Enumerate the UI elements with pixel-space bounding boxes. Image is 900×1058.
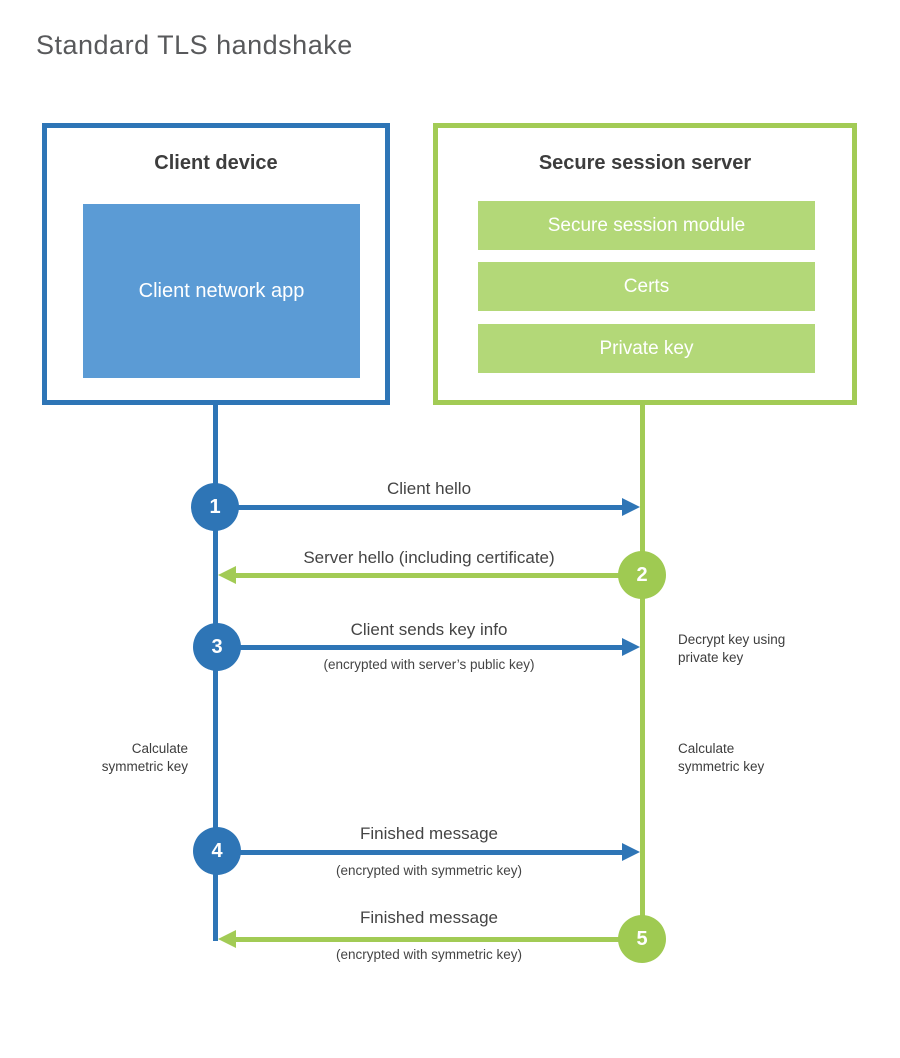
- server-module-label: Secure session module: [547, 214, 746, 236]
- step-1-badge: 1: [191, 483, 239, 531]
- client-lifeline: [213, 405, 218, 941]
- step-2-arrow-shaft: [236, 573, 642, 578]
- client-network-app-label: Client network app: [138, 279, 305, 302]
- step-1-number: 1: [209, 495, 221, 518]
- step-2-badge: 2: [618, 551, 666, 599]
- server-private-key-bar: Private key: [478, 324, 815, 373]
- client-device-title: Client device: [154, 152, 278, 174]
- step-1-arrowhead-icon: [622, 498, 640, 516]
- server-lifeline: [640, 405, 645, 939]
- calculate-symmetric-key-note-client: Calculate symmetric key: [101, 741, 188, 775]
- secure-session-server-title: Secure session server: [538, 152, 752, 174]
- server-certs-label: Certs: [623, 275, 670, 297]
- step-5-number: 5: [636, 927, 648, 950]
- step-5-message: Finished message: [360, 908, 498, 927]
- client-device-box: Client device Client network app: [42, 123, 390, 405]
- step-4-arrowhead-icon: [622, 843, 640, 861]
- step-2-arrowhead-icon: [218, 566, 236, 584]
- step-5-badge: 5: [618, 915, 666, 963]
- step-4-message: Finished message: [360, 824, 498, 843]
- step-4-arrow-shaft: [217, 850, 623, 855]
- step-3-arrow-shaft: [217, 645, 623, 650]
- step-1-message: Client hello: [386, 479, 472, 498]
- calculate-symmetric-key-note-server: Calculate symmetric key: [678, 741, 765, 775]
- step-3-number: 3: [211, 635, 223, 658]
- client-network-app-box: Client network app: [83, 204, 360, 378]
- page-title: Standard TLS handshake: [36, 30, 353, 60]
- step-2-message: Server hello (including certificate): [303, 548, 555, 567]
- step-1-arrow-shaft: [215, 505, 623, 510]
- step-5-message-sub: (encrypted with symmetric key): [335, 947, 523, 962]
- server-private-key-label: Private key: [599, 337, 694, 359]
- step-3-message-sub: (encrypted with server’s public key): [323, 657, 535, 672]
- secure-session-server-box: Secure session server Secure session mod…: [433, 123, 857, 405]
- step-2-number: 2: [636, 563, 648, 586]
- step-5-arrowhead-icon: [218, 930, 236, 948]
- server-certs-bar: Certs: [478, 262, 815, 311]
- decrypt-key-note: Decrypt key using private key: [678, 632, 786, 666]
- step-5-arrow-shaft: [236, 937, 642, 942]
- step-4-badge: 4: [193, 827, 241, 875]
- step-3-arrowhead-icon: [622, 638, 640, 656]
- step-3-message: Client sends key info: [350, 620, 508, 639]
- step-4-number: 4: [211, 839, 223, 862]
- step-4-message-sub: (encrypted with symmetric key): [335, 863, 523, 878]
- step-3-badge: 3: [193, 623, 241, 671]
- server-module-bar: Secure session module: [478, 201, 815, 250]
